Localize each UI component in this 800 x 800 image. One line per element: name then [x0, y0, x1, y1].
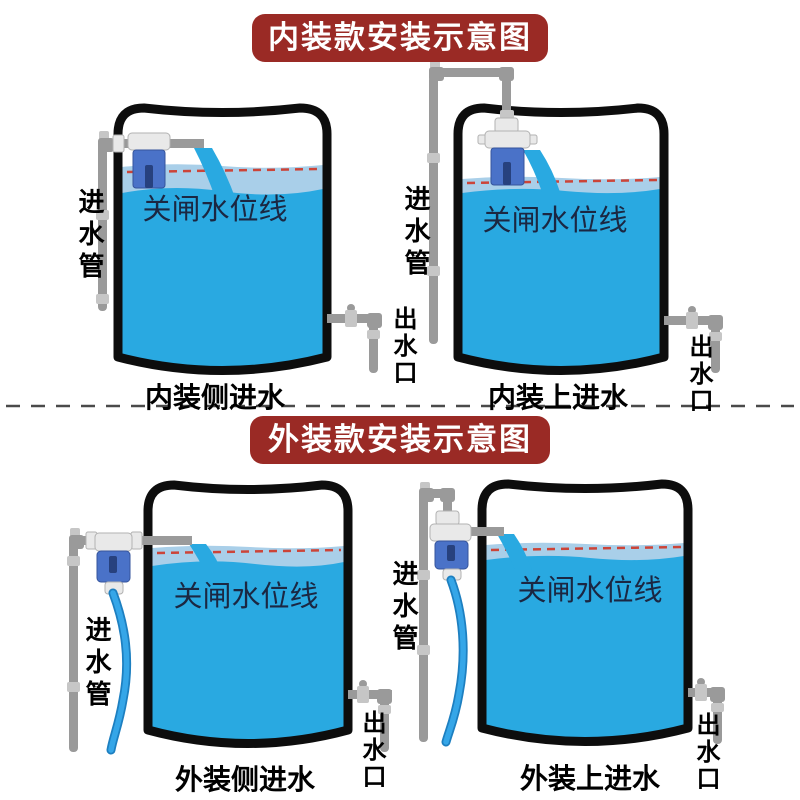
valve-hose: [441, 575, 468, 747]
outlet-label: 出水口: [358, 710, 385, 791]
external-install-title-badge: 外装款安装示意图: [250, 416, 550, 464]
water: [152, 544, 344, 742]
tank-external-top-inlet: [417, 479, 725, 747]
outlet-pipe: [688, 678, 725, 744]
water-stream: [189, 544, 224, 576]
outlet-pipe: [664, 306, 723, 373]
inlet-pipe-label: 进水管: [82, 616, 112, 712]
inlet-pipe: [67, 528, 192, 752]
internal-install-title-badge: 内装款安装示意图: [252, 14, 548, 62]
water: [462, 150, 660, 369]
tank-outline: [143, 480, 353, 748]
outlet-pipe: [348, 680, 392, 752]
inlet-pipe-label: 进水管: [75, 188, 105, 284]
inlet-pipe-label: 进水管: [401, 185, 431, 281]
outlet-pipe: [327, 304, 382, 373]
tank-caption-external-side: 外装侧进水: [174, 764, 315, 795]
float-valve: [429, 523, 504, 581]
tank-outline: [453, 103, 669, 375]
water-level-label: 关闸水位线: [173, 581, 319, 613]
tank-caption-external-top: 外装上进水: [519, 763, 660, 794]
outlet-label: 出水口: [685, 334, 712, 415]
water: [486, 534, 684, 740]
outlet-label: 出水口: [692, 712, 719, 793]
float-valve: [127, 132, 171, 189]
tank-caption-internal-side: 内装侧进水: [144, 382, 285, 413]
water-stream: [194, 148, 236, 200]
water-level-label: 关闸水位线: [482, 205, 628, 237]
water-stream: [523, 150, 560, 192]
water-stream: [497, 534, 532, 570]
water-level-line: [156, 548, 342, 555]
inlet-pipe: [427, 60, 519, 344]
tank-internal-side-inlet: [96, 103, 382, 375]
float-valve: [477, 130, 538, 186]
water: [122, 148, 323, 369]
valve-hose: [106, 588, 132, 755]
tank-external-side-inlet: [67, 480, 392, 755]
float-valve: [94, 532, 133, 595]
water-level-label: 关闸水位线: [142, 194, 288, 226]
outlet-label: 出水口: [389, 306, 416, 387]
tank-internal-top-inlet: [427, 60, 723, 375]
inlet-pipe-label: 进水管: [389, 560, 419, 656]
water-level-label: 关闸水位线: [517, 575, 663, 607]
tank-outline: [113, 103, 332, 375]
tank-caption-internal-top: 内装上进水: [487, 382, 628, 413]
tank-outline: [477, 479, 693, 746]
